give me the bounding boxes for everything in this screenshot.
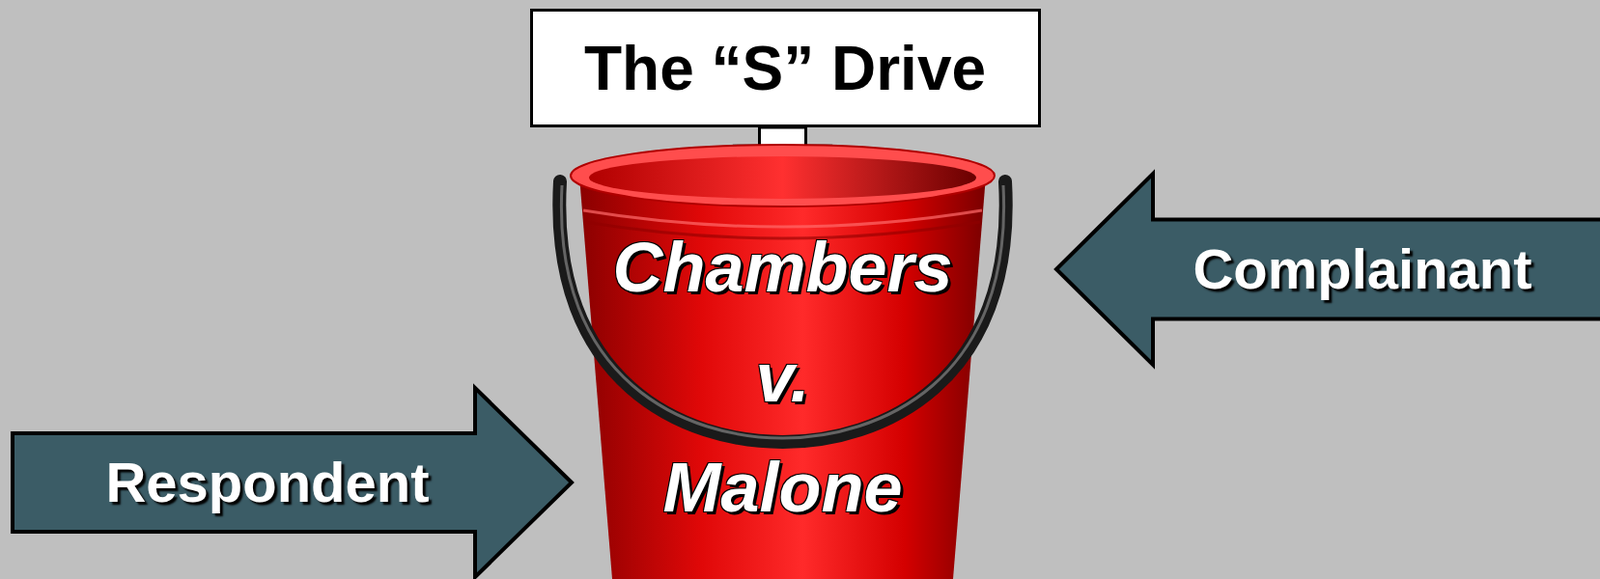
complainant-arrow: Complainant [1056, 171, 1600, 367]
node-text: Malone [662, 452, 902, 523]
node-text: Complainant [1192, 241, 1532, 298]
title-box: The “S” Drive [530, 8, 1041, 128]
node-text: Respondent [105, 454, 429, 511]
node-text: v. [755, 342, 810, 413]
node-text: Chambers [612, 232, 953, 303]
bucket-shape: Chambers v. Malone [569, 189, 996, 579]
node-text: The “S” Drive [584, 37, 986, 100]
respondent-arrow: Respondent [10, 386, 572, 579]
